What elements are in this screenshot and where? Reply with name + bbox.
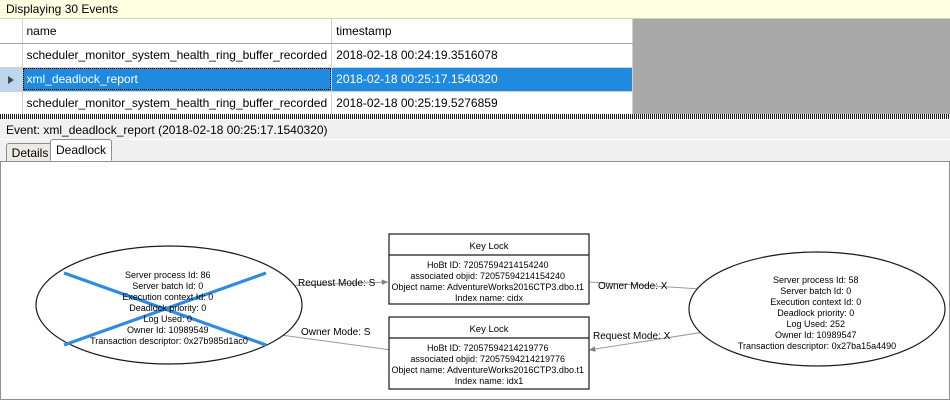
deadlock-graph-canvas[interactable]: Server process Id: 86 Server batch Id: 0… [0,162,950,400]
process-right-lines: Server process Id: 58 Server batch Id: 0… [738,275,896,351]
tab-deadlock[interactable]: Deadlock [50,139,112,161]
cell-timestamp[interactable]: 2018-02-18 00:25:17.1540320 [331,67,634,92]
deadlock-victim-marker-icon [63,271,267,347]
key-lock-bottom-lines: HoBt ID: 72057594214219776 associated ob… [392,343,587,386]
events-grid[interactable]: name timestamp scheduler_monitor_system_… [0,19,634,116]
event-detail-title: Event: xml_deadlock_report (2018-02-18 0… [6,122,328,137]
event-detail-header: Event: xml_deadlock_report (2018-02-18 0… [0,120,950,139]
cell-name[interactable]: scheduler_monitor_system_health_ring_buf… [22,91,333,116]
svg-text:Owner Mode: S: Owner Mode: S [301,327,371,338]
tab-details[interactable]: Details [6,143,54,161]
process-node-right[interactable]: Server process Id: 58 Server batch Id: 0… [688,251,946,367]
column-header-timestamp[interactable]: timestamp [331,19,634,44]
splitter-handle[interactable] [0,114,950,119]
edge-label-right-owner: Owner Mode: X [598,281,668,292]
row-selector-cell[interactable] [0,67,23,92]
cell-timestamp[interactable]: 2018-02-18 00:25:19.5276859 [331,91,634,116]
edge-label-left-owner: Owner Mode: S [301,327,371,338]
table-row[interactable]: scheduler_monitor_system_health_ring_buf… [0,43,634,68]
svg-text:Request Mode: S: Request Mode: S [298,278,376,289]
process-node-left[interactable]: Server process Id: 86 Server batch Id: 0… [35,245,303,365]
resource-node-key-lock-bottom[interactable]: Key Lock HoBt ID: 72057594214219776 asso… [388,316,590,390]
process-left-lines: Server process Id: 86 Server batch Id: 0… [90,270,248,346]
table-row[interactable]: xml_deadlock_report 2018-02-18 00:25:17.… [0,67,634,92]
cell-name[interactable]: xml_deadlock_report [22,67,333,92]
tab-details-label: Details [11,145,49,160]
cell-name[interactable]: scheduler_monitor_system_health_ring_buf… [22,43,333,68]
table-row[interactable]: scheduler_monitor_system_health_ring_buf… [0,91,634,116]
tab-deadlock-label: Deadlock [55,143,107,157]
column-header-selector[interactable] [0,19,23,44]
key-lock-bottom-title: Key Lock [469,324,508,335]
edge-label-left-request: Request Mode: S [298,278,376,289]
cell-timestamp[interactable]: 2018-02-18 00:24:19.3516078 [331,43,634,68]
column-header-name[interactable]: name [22,19,333,44]
resource-node-key-lock-top[interactable]: Key Lock HoBt ID: 72057594214154240 asso… [388,233,590,305]
events-count-banner: Displaying 30 Events [0,0,950,19]
row-selector-cell[interactable] [0,43,23,68]
svg-text:Owner Mode: X: Owner Mode: X [598,281,668,292]
grid-header-row: name timestamp [0,19,634,44]
edge-label-right-request: Request Mode: X [593,331,671,342]
svg-text:Request Mode: X: Request Mode: X [593,331,671,342]
events-grid-panel[interactable]: name timestamp scheduler_monitor_system_… [0,19,950,119]
events-count-label: Displaying 30 Events [6,2,119,16]
current-row-arrow-icon [7,75,14,84]
detail-tabstrip: Details Deadlock [0,139,950,162]
key-lock-top-lines: HoBt ID: 72057594214154240 associated ob… [392,260,587,303]
row-selector-cell[interactable] [0,91,23,116]
key-lock-top-title: Key Lock [469,241,508,252]
